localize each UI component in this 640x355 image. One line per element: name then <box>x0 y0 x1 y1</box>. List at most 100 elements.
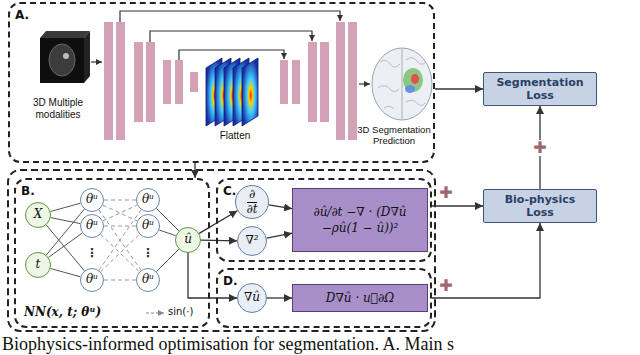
connector <box>104 280 136 281</box>
connector <box>432 205 483 206</box>
connector <box>194 163 195 178</box>
node-text: A. <box>10 6 29 22</box>
connector <box>188 253 237 298</box>
node-text: X <box>34 208 43 221</box>
node-text: ∇û <box>244 291 260 304</box>
operator-node: ∇² <box>237 226 267 256</box>
ellipsis: ⋮ <box>86 247 98 259</box>
unet-layer <box>116 22 125 140</box>
connector <box>99 210 141 270</box>
group-outline <box>8 170 435 331</box>
connector <box>49 233 83 257</box>
input-node: X <box>25 202 51 228</box>
connector <box>104 226 136 227</box>
connector <box>269 205 292 209</box>
connector <box>103 205 137 221</box>
panel-box: C.∂∂t∇²∂û/∂t −∇ · (D∇û −ρû(1 − û))² <box>216 178 432 262</box>
neuron-node: θᵘ <box>136 214 160 238</box>
skip-connection <box>179 50 284 60</box>
unet-layer <box>292 60 300 104</box>
flow-arrow <box>91 61 102 62</box>
brain-gyri <box>378 58 426 109</box>
unet-layer <box>280 60 288 104</box>
plus-symbol: ✚ <box>532 140 547 156</box>
unet-layer <box>146 42 155 122</box>
input-node: û <box>175 227 201 253</box>
unet-layer <box>308 42 317 122</box>
node-text: B. <box>16 182 35 198</box>
node-text: θᵘ <box>86 193 98 206</box>
network-label: NN(x, t; θᵘ) <box>24 305 101 319</box>
plus-symbol: ✚ <box>439 278 452 294</box>
unet-layer <box>348 22 357 140</box>
unet-layer <box>336 22 345 140</box>
ellipsis: ⋮ <box>142 247 154 259</box>
unet-layer <box>190 72 198 92</box>
connector <box>51 218 80 224</box>
connector <box>267 297 292 298</box>
input-node: t <box>25 252 51 278</box>
node-text: Segmentation Loss <box>489 76 591 102</box>
unet-layer <box>104 22 113 140</box>
brain-image <box>372 48 432 120</box>
connector <box>99 210 141 270</box>
operator-node: ∂∂t <box>235 185 269 219</box>
node-text: ∂û/∂t −∇ · (D∇û −ρû(1 − û))² <box>299 204 421 236</box>
node-text: û <box>184 233 192 246</box>
node-text: C. <box>218 182 236 198</box>
node-text: θᵘ <box>142 273 154 286</box>
neuron-node: θᵘ <box>136 188 160 212</box>
node-text: Bio-physics Loss <box>489 193 591 219</box>
skip-connection <box>120 11 340 22</box>
mri-brain <box>49 44 75 76</box>
operator-node: ∇û <box>237 283 267 313</box>
node-text: θᵘ <box>142 193 154 206</box>
connector <box>104 200 136 201</box>
connector <box>46 209 84 255</box>
segmentation-region <box>411 74 419 84</box>
heatmap-slice <box>242 58 258 126</box>
mri-volume <box>84 31 90 83</box>
node-text: θᵘ <box>86 273 98 286</box>
segmentation-region <box>403 68 423 92</box>
node-text: ∇² <box>245 234 258 247</box>
brain-midline <box>402 49 403 119</box>
image-label: Flatten <box>205 130 265 142</box>
connector <box>435 88 483 89</box>
unet-layer <box>134 42 143 122</box>
connector <box>267 233 292 238</box>
neuron-node: θᵘ <box>136 268 160 292</box>
mri-volume <box>40 38 84 83</box>
unet-layer <box>163 60 171 104</box>
node-text: t <box>36 258 41 271</box>
connector <box>51 269 81 277</box>
connector <box>159 230 175 236</box>
connector <box>101 234 140 271</box>
skip-connection <box>150 31 312 42</box>
connector <box>103 205 137 221</box>
node-text: ∂t <box>246 203 257 216</box>
segmentation-region <box>405 85 415 93</box>
image-label: 3D Multiple modalities <box>16 97 100 121</box>
node-text: θᵘ <box>86 219 98 232</box>
connector <box>432 223 540 298</box>
node-text: D∇û · u⃗∂Ω <box>326 290 394 306</box>
plus-symbol: ✚ <box>439 185 452 201</box>
neuron-node: θᵘ <box>80 188 104 212</box>
connector <box>51 203 81 211</box>
loss-box: Bio-physics Loss <box>483 189 597 223</box>
loss-box: Segmentation Loss <box>483 72 597 106</box>
neuron-node: θᵘ <box>80 268 104 292</box>
activation-label: sin(·) <box>168 306 193 317</box>
activation-arrow <box>146 312 164 313</box>
image-label: 3D Segmentation Prediction <box>354 124 434 146</box>
equation-box: D∇û · u⃗∂Ω <box>292 284 428 312</box>
node-text: θᵘ <box>142 219 154 232</box>
connector <box>157 249 179 271</box>
unet-layer <box>320 42 329 122</box>
unet-layer <box>175 60 183 104</box>
node-text: D. <box>218 272 238 288</box>
node-text: ∂ <box>247 188 257 202</box>
panel-box: D. ∇û D∇û · u⃗∂Ω <box>216 268 432 328</box>
mri-lesion <box>63 53 69 59</box>
